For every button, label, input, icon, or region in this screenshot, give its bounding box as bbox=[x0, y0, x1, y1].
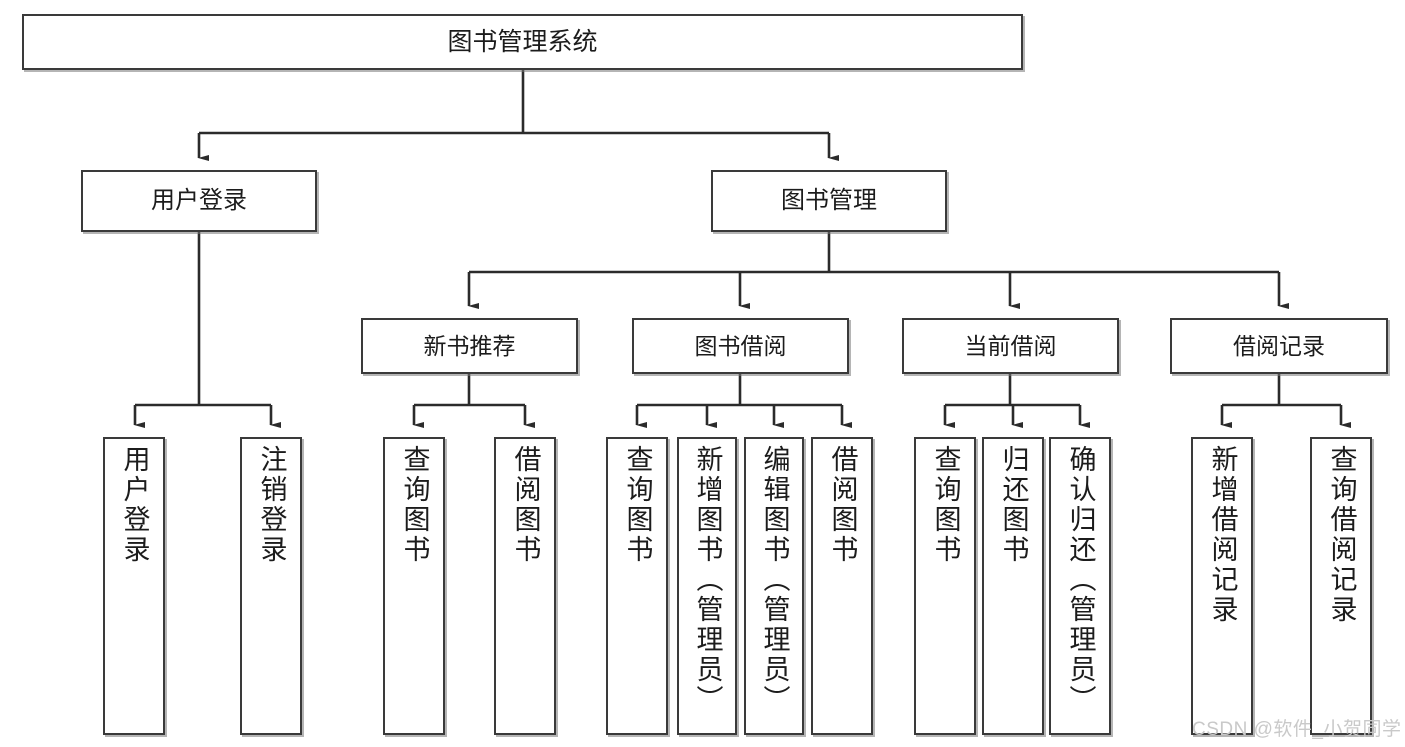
node-label: 归还图书 bbox=[998, 445, 1029, 565]
node-label: 用户登录 bbox=[151, 187, 247, 215]
node-label: 新增图书（管理员） bbox=[692, 445, 723, 715]
node-label: 图书管理 bbox=[781, 187, 877, 215]
node-label: 编辑图书（管理员） bbox=[759, 445, 790, 715]
leaf-borrow-book[interactable]: 借阅图书 bbox=[811, 437, 873, 735]
leaf-logout[interactable]: 注销登录 bbox=[240, 437, 302, 735]
node-label: 借阅图书 bbox=[827, 445, 858, 565]
leaf-user-login[interactable]: 用户登录 bbox=[103, 437, 165, 735]
leaf-query-book-current[interactable]: 查询图书 bbox=[914, 437, 976, 735]
node-label: 图书管理系统 bbox=[447, 27, 598, 56]
node-label: 新书推荐 bbox=[423, 332, 516, 359]
node-label: 用户登录 bbox=[119, 445, 150, 565]
node-label: 借阅记录 bbox=[1233, 332, 1325, 359]
leaf-query-borrow-record[interactable]: 查询借阅记录 bbox=[1310, 437, 1372, 735]
node-label: 查询图书 bbox=[399, 445, 430, 565]
leaf-add-borrow-record[interactable]: 新增借阅记录 bbox=[1191, 437, 1253, 735]
leaf-add-book-admin[interactable]: 新增图书（管理员） bbox=[677, 437, 737, 735]
leaf-edit-book-admin[interactable]: 编辑图书（管理员） bbox=[744, 437, 804, 735]
leaf-confirm-return-admin[interactable]: 确认归还（管理员） bbox=[1049, 437, 1111, 735]
leaf-query-book-borrow[interactable]: 查询图书 bbox=[606, 437, 668, 735]
node-label: 查询借阅记录 bbox=[1326, 445, 1357, 625]
node-borrow-record[interactable]: 借阅记录 bbox=[1170, 318, 1388, 374]
node-label: 图书借阅 bbox=[694, 332, 787, 359]
leaf-query-book-recommend[interactable]: 查询图书 bbox=[383, 437, 445, 735]
node-label: 查询图书 bbox=[622, 445, 653, 565]
node-root-book-management-system[interactable]: 图书管理系统 bbox=[22, 14, 1023, 70]
leaf-return-book[interactable]: 归还图书 bbox=[982, 437, 1044, 735]
node-book-management[interactable]: 图书管理 bbox=[711, 170, 947, 232]
leaf-borrow-book-recommend[interactable]: 借阅图书 bbox=[494, 437, 556, 735]
node-user-login[interactable]: 用户登录 bbox=[81, 170, 317, 232]
node-label: 注销登录 bbox=[256, 445, 287, 565]
node-label: 新增借阅记录 bbox=[1207, 445, 1238, 625]
node-label: 确认归还（管理员） bbox=[1065, 445, 1096, 715]
node-new-book-recommend[interactable]: 新书推荐 bbox=[361, 318, 578, 374]
node-label: 借阅图书 bbox=[510, 445, 541, 565]
node-book-borrow[interactable]: 图书借阅 bbox=[632, 318, 849, 374]
node-label: 当前借阅 bbox=[964, 332, 1057, 359]
node-current-borrow[interactable]: 当前借阅 bbox=[902, 318, 1119, 374]
node-label: 查询图书 bbox=[930, 445, 961, 565]
